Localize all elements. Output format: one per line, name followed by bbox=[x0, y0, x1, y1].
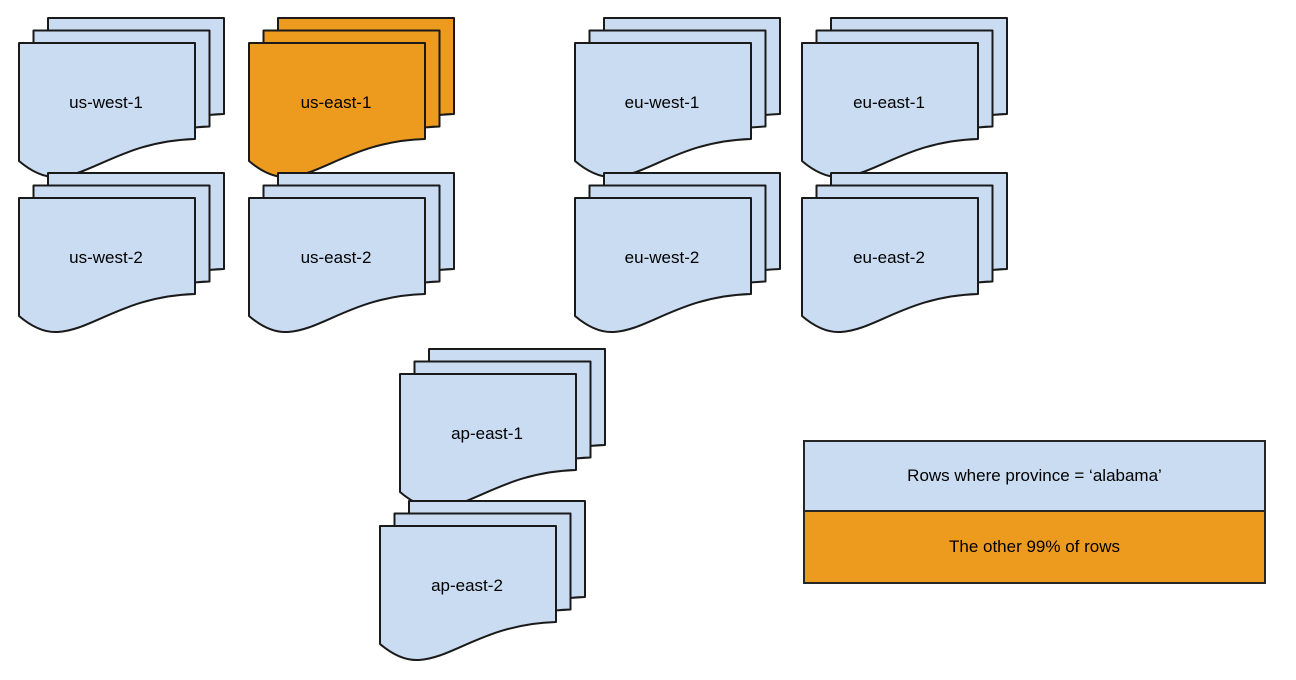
region-stack-eu-east-2[interactable]: eu-east-2 bbox=[801, 172, 1008, 335]
stack-shape-us-west-2 bbox=[18, 172, 225, 334]
region-stack-us-west-1[interactable]: us-west-1 bbox=[18, 17, 225, 180]
stack-shape-ap-east-2 bbox=[379, 500, 586, 662]
legend-row-orange: The other 99% of rows bbox=[805, 512, 1264, 582]
stack-sheet bbox=[248, 42, 426, 179]
stack-sheet bbox=[801, 197, 979, 334]
region-stack-ap-east-2[interactable]: ap-east-2 bbox=[379, 500, 586, 663]
stack-shape-us-east-2 bbox=[248, 172, 455, 334]
region-stack-us-east-2[interactable]: us-east-2 bbox=[248, 172, 455, 335]
stack-shape-eu-east-2 bbox=[801, 172, 1008, 334]
stack-shape-us-east-1 bbox=[248, 17, 455, 179]
region-stack-us-west-2[interactable]: us-west-2 bbox=[18, 172, 225, 335]
region-stack-eu-west-2[interactable]: eu-west-2 bbox=[574, 172, 781, 335]
legend: Rows where province = ‘alabama’ The othe… bbox=[803, 440, 1266, 584]
region-stack-eu-west-1[interactable]: eu-west-1 bbox=[574, 17, 781, 180]
legend-row-blue: Rows where province = ‘alabama’ bbox=[805, 442, 1264, 512]
stack-shape-eu-east-1 bbox=[801, 17, 1008, 179]
stack-shape-ap-east-1 bbox=[399, 348, 606, 510]
stack-sheet bbox=[18, 197, 196, 334]
stack-shape-us-west-1 bbox=[18, 17, 225, 179]
region-stack-us-east-1[interactable]: us-east-1 bbox=[248, 17, 455, 180]
stack-sheet bbox=[574, 197, 752, 334]
region-stack-ap-east-1[interactable]: ap-east-1 bbox=[399, 348, 606, 511]
stack-shape-eu-west-1 bbox=[574, 17, 781, 179]
legend-label-blue: Rows where province = ‘alabama’ bbox=[907, 466, 1162, 485]
region-stack-eu-east-1[interactable]: eu-east-1 bbox=[801, 17, 1008, 180]
stack-shape-eu-west-2 bbox=[574, 172, 781, 334]
stack-sheet bbox=[574, 42, 752, 179]
stack-sheet bbox=[18, 42, 196, 179]
stack-sheet bbox=[379, 525, 557, 662]
stack-sheet bbox=[399, 373, 577, 510]
stack-sheet bbox=[248, 197, 426, 334]
stack-sheet bbox=[801, 42, 979, 179]
legend-label-orange: The other 99% of rows bbox=[948, 537, 1121, 556]
